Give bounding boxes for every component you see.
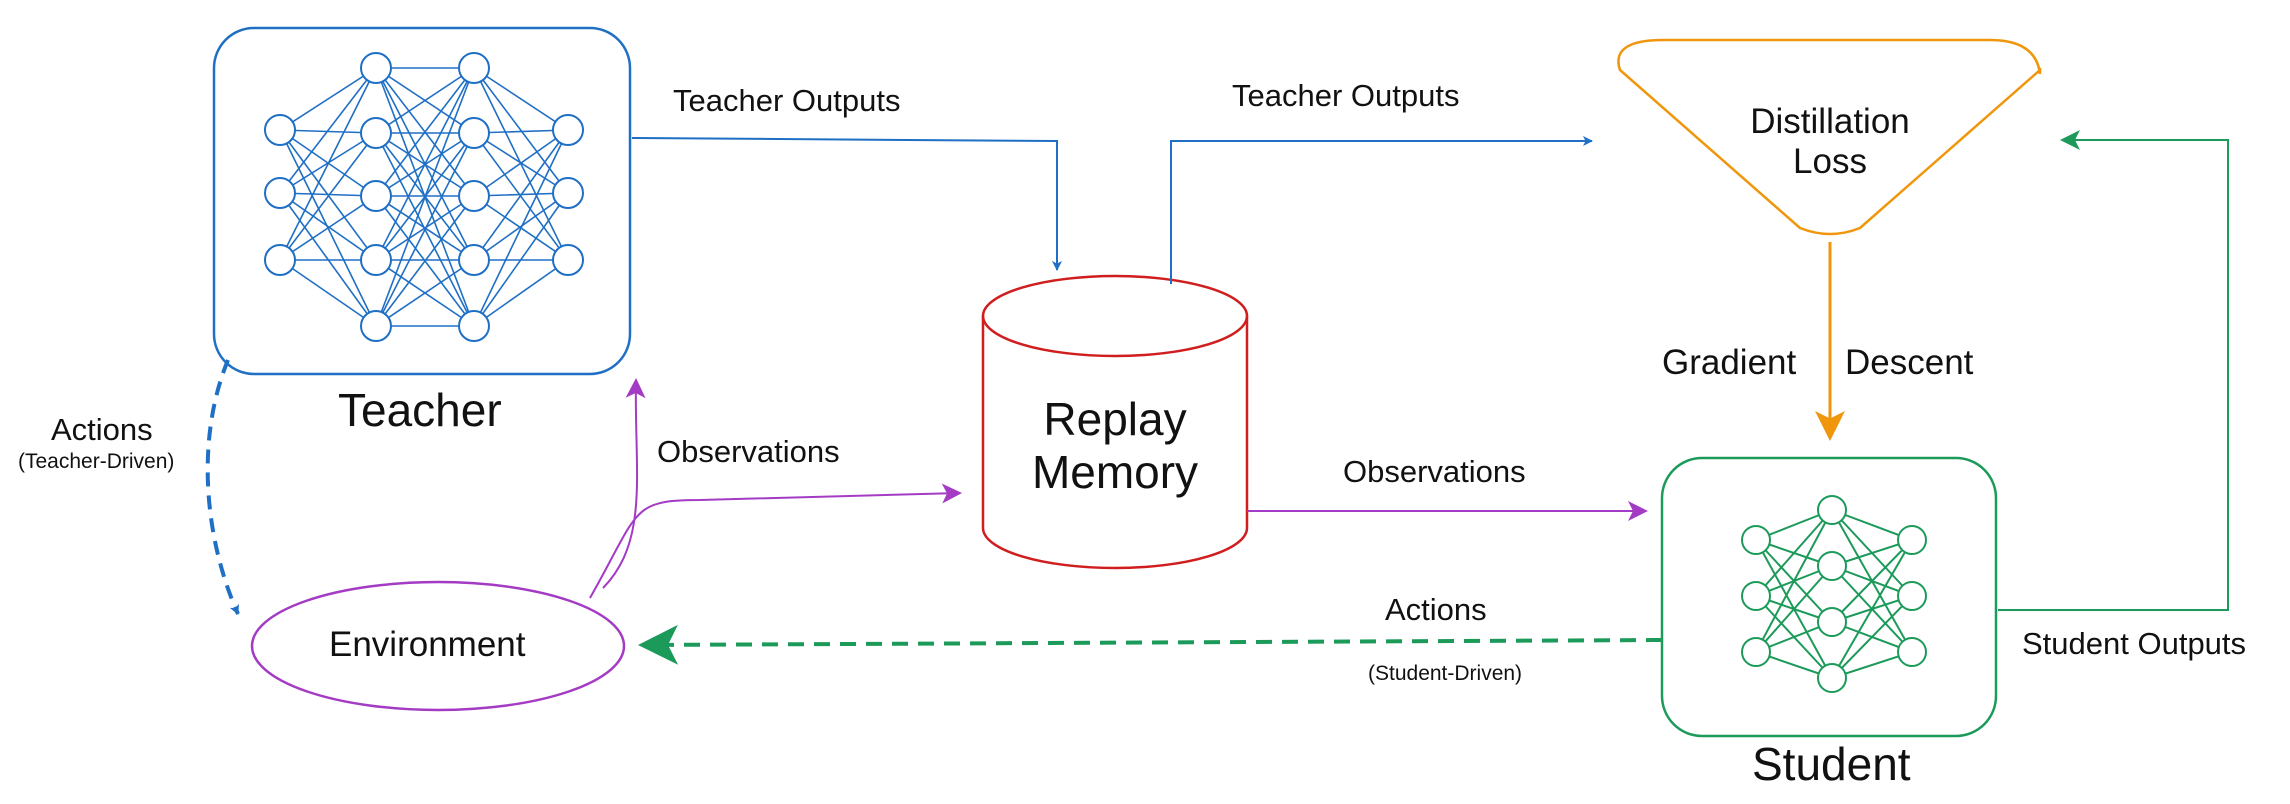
- teacher-outputs-label-left: Teacher Outputs: [673, 83, 901, 118]
- network-node: [360, 244, 392, 276]
- network-node: [458, 244, 490, 276]
- observations-label-student: Observations: [1343, 454, 1526, 489]
- network-edge: [375, 195, 475, 327]
- network-edge: [375, 259, 475, 327]
- network-edge: [279, 192, 377, 261]
- network-node: [264, 177, 296, 209]
- student-actions-label: Actions: [1385, 592, 1487, 627]
- network-edge: [473, 129, 569, 197]
- network-node: [458, 310, 490, 342]
- network-node: [1741, 637, 1771, 667]
- replay-to-loss-teacher-outputs-arrow: [1170, 136, 1593, 284]
- network-node: [1817, 495, 1847, 525]
- network-node: [1817, 607, 1847, 637]
- network-node: [1741, 525, 1771, 555]
- network-edge: [375, 132, 475, 327]
- network-node: [1897, 637, 1927, 667]
- distillation-loss-line1: Distillation: [1750, 102, 1910, 141]
- network-edge: [375, 67, 475, 327]
- network-node: [264, 244, 296, 276]
- teacher-neural-network-icon: [264, 52, 584, 342]
- network-edge: [1831, 539, 1913, 679]
- descent-label: Descent: [1845, 343, 1974, 382]
- network-node: [552, 114, 584, 146]
- student-box: [1660, 456, 1998, 738]
- network-edge: [279, 67, 377, 131]
- teacher-outputs-label-right: Teacher Outputs: [1232, 78, 1460, 113]
- environment-label: Environment: [329, 625, 526, 664]
- network-edge: [473, 132, 569, 261]
- network-node: [1817, 551, 1847, 581]
- network-edge: [473, 192, 569, 327]
- environment-observations-to-replay-arrow: [589, 483, 962, 599]
- network-edge: [279, 67, 377, 194]
- teacher-label: Teacher: [338, 384, 502, 436]
- student-outputs-label: Student Outputs: [2022, 626, 2247, 661]
- distillation-loss-diamond: [1617, 38, 2042, 236]
- network-node: [552, 177, 584, 209]
- network-node: [1817, 663, 1847, 693]
- network-edge: [1831, 595, 1913, 679]
- network-edge: [279, 259, 377, 327]
- network-edge: [473, 259, 569, 327]
- distillation-loss-line2: Loss: [1793, 142, 1867, 182]
- network-edge: [375, 67, 475, 261]
- student-driven-actions-arrow: [638, 624, 1663, 665]
- network-node: [1897, 581, 1927, 611]
- student-outputs-to-loss-arrow: [1998, 130, 2229, 611]
- network-edge: [375, 67, 475, 134]
- teacher-box: [212, 26, 632, 376]
- gradient-label: Gradient: [1662, 343, 1797, 382]
- teacher-outputs-to-replay-arrow: [631, 137, 1062, 271]
- network-node: [1897, 525, 1927, 555]
- replay-memory-line2: Memory: [1031, 445, 1199, 498]
- student-label: Student: [1752, 738, 1911, 790]
- network-edge: [1755, 509, 1833, 653]
- network-edge: [473, 129, 569, 261]
- network-node: [360, 52, 392, 84]
- network-edge: [375, 67, 475, 197]
- replay-memory-cylinder-icon: [981, 274, 1249, 570]
- network-edge: [473, 67, 569, 194]
- observations-label-env: Observations: [657, 434, 840, 469]
- network-edge: [473, 67, 569, 261]
- student-neural-network-icon: [1741, 495, 1927, 693]
- network-edge: [473, 129, 569, 327]
- network-edge: [279, 132, 377, 261]
- student-actions-sublabel: (Student-Driven): [1368, 662, 1523, 685]
- replay-memory-label: Replay Memory: [1015, 393, 1215, 499]
- network-edge: [279, 192, 377, 197]
- network-node: [360, 310, 392, 342]
- replay-memory-line1: Replay: [1043, 393, 1187, 445]
- network-node: [458, 52, 490, 84]
- network-edge: [1755, 565, 1833, 653]
- environment-ellipse: [250, 580, 626, 712]
- network-edge: [473, 67, 569, 131]
- teacher-driven-actions-arrow: [205, 359, 240, 615]
- environment-observations-to-teacher-arrow: [602, 378, 646, 589]
- network-node: [458, 180, 490, 212]
- network-node: [360, 117, 392, 149]
- network-node: [552, 244, 584, 276]
- teacher-actions-label: Actions: [51, 412, 153, 447]
- network-node: [360, 180, 392, 212]
- network-edge: [279, 195, 377, 261]
- network-edge: [279, 67, 377, 261]
- network-node: [264, 114, 296, 146]
- network-edge: [1831, 539, 1913, 623]
- teacher-actions-sublabel: (Teacher-Driven): [18, 450, 175, 473]
- network-node: [458, 117, 490, 149]
- network-edge: [1755, 509, 1833, 597]
- network-node: [1741, 581, 1771, 611]
- distillation-loss-label: Distillation Loss: [1710, 102, 1950, 183]
